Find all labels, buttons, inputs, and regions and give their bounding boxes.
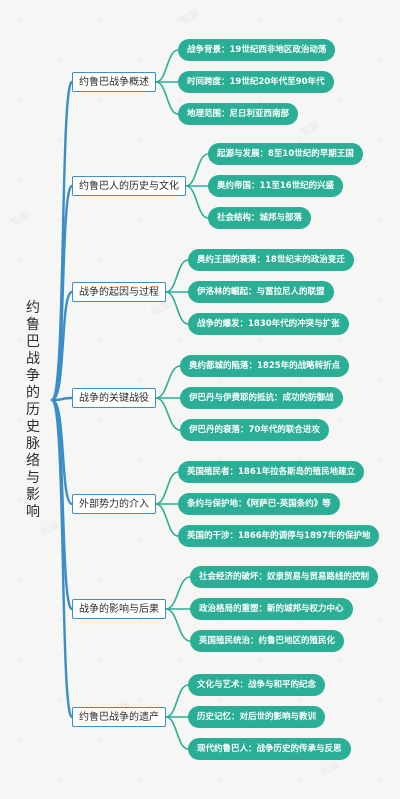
leaf-topic[interactable]: 伊巴丹与伊费耶的抵抗：成功的防御战 — [180, 387, 343, 409]
leaf-topic[interactable]: 奥约都城的陷落：1825年的战略转折点 — [180, 355, 350, 377]
connector-line — [155, 81, 179, 115]
leaf-topic[interactable]: 社会结构：城邦与部落 — [208, 207, 312, 229]
branch-topic[interactable]: 战争的影响与后果 — [72, 599, 166, 619]
connector-line — [155, 397, 181, 431]
connector-line — [185, 185, 209, 219]
connector-line — [165, 576, 191, 610]
connector-line — [165, 608, 191, 642]
leaf-topic[interactable]: 英国殖民统治：约鲁巴地区的殖民化 — [190, 630, 345, 652]
leaf-topic[interactable]: 起源与发展：8至10世纪的早期王国 — [208, 143, 363, 165]
connector-line — [185, 153, 209, 187]
leaf-topic[interactable]: 英国的干涉：1866年的调停与1897年的保护地 — [178, 525, 380, 547]
branch-topic[interactable]: 约鲁巴战争的遗产 — [72, 707, 166, 727]
leaf-topic[interactable]: 伊洛林的崛起：与富拉尼人的联盟 — [188, 281, 334, 303]
root-topic[interactable]: 约鲁巴战争的历史脉络与影响 — [26, 300, 40, 520]
branch-topic[interactable]: 战争的起因与过程 — [72, 282, 166, 302]
connector-line — [155, 365, 181, 399]
leaf-topic[interactable]: 文化与艺术：战争与和平的纪念 — [188, 674, 326, 696]
leaf-topic[interactable]: 现代约鲁巴人：战争历史的传承与反思 — [188, 738, 351, 760]
connector-line — [165, 684, 189, 718]
connector-line — [165, 291, 189, 325]
leaf-topic[interactable]: 战争的爆发：1830年代的冲突与扩张 — [188, 313, 349, 335]
leaf-topic[interactable]: 奥约王国的衰落：18世纪末的政治变迁 — [188, 249, 354, 271]
connector-line — [155, 471, 179, 505]
connector-line — [50, 184, 74, 402]
connector-line — [155, 49, 179, 83]
branch-topic[interactable]: 约鲁巴战争概述 — [72, 72, 156, 92]
leaf-topic[interactable]: 条约与保护地：《阿萨巴-英国条约》等 — [178, 493, 340, 515]
leaf-topic[interactable]: 政治格局的重塑：新的城邦与权力中心 — [190, 598, 353, 620]
leaf-topic[interactable]: 英国殖民者：1861年拉各斯岛的殖民地建立 — [178, 461, 365, 483]
branch-topic[interactable]: 外部势力的介入 — [72, 494, 156, 514]
leaf-topic[interactable]: 伊巴丹的衰落：70年代的联合进攻 — [180, 419, 329, 441]
branch-topic[interactable]: 约鲁巴人的历史与文化 — [72, 176, 186, 196]
leaf-topic[interactable]: 战争背景：19世纪西非地区政治动荡 — [178, 39, 336, 61]
connector-line — [50, 398, 74, 719]
leaf-topic[interactable]: 时间跨度：19世纪20年代至90年代 — [178, 71, 334, 93]
connector-line — [50, 396, 74, 402]
branch-topic[interactable]: 战争的关键战役 — [72, 388, 156, 408]
connector-line — [50, 290, 74, 402]
leaf-topic[interactable]: 奥约帝国：11至16世纪的兴盛 — [208, 175, 344, 197]
connector-line — [165, 259, 189, 293]
leaf-topic[interactable]: 地理范围：尼日利亚西南部 — [178, 103, 299, 125]
leaf-topic[interactable]: 历史记忆：对后世的影响与教训 — [188, 706, 326, 728]
connector-line — [155, 503, 179, 537]
leaf-topic[interactable]: 社会经济的破坏：奴隶贸易与贸易路线的控制 — [190, 566, 379, 588]
connector-line — [165, 716, 189, 750]
